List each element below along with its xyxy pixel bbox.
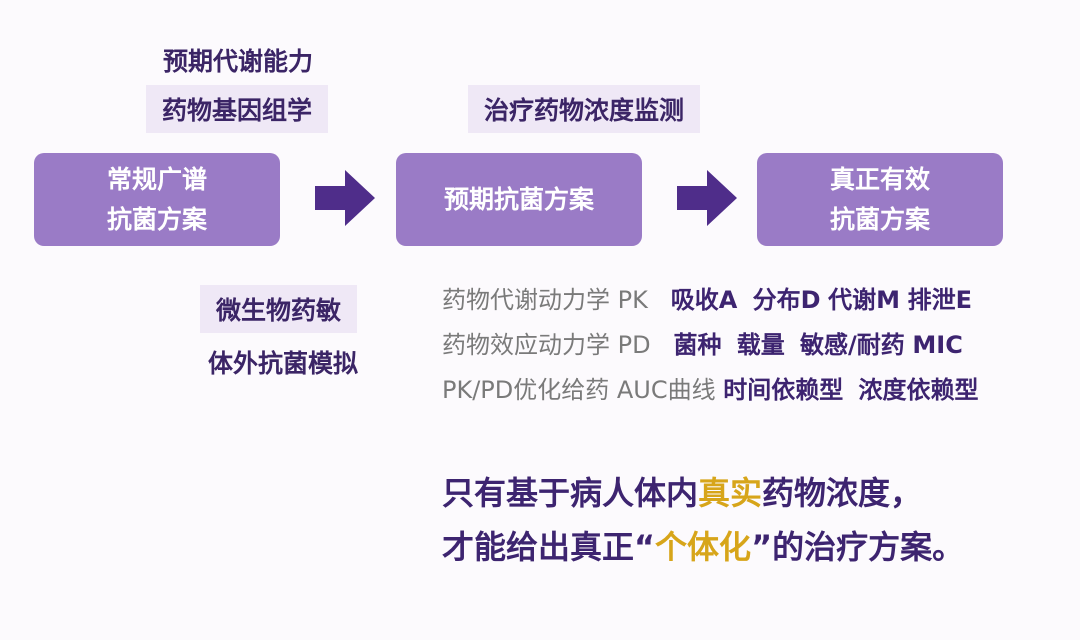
- row-item: 分布D: [752, 286, 821, 314]
- row-label: 药物效应动力学 PD: [442, 331, 651, 359]
- tdm-tag: 治疗药物浓度监测: [468, 85, 701, 133]
- row-item: 代谢M: [828, 286, 901, 314]
- box-effective-regimen: 真正有效抗菌方案: [757, 153, 1003, 246]
- expected-metabolism-label: 预期代谢能力: [163, 47, 314, 76]
- box-expected-regimen: 预期抗菌方案: [396, 153, 642, 246]
- box-line: 常规广谱: [106, 164, 207, 194]
- arrow-right-icon: [677, 170, 737, 226]
- row-label: PK/PD优化给药 AUC曲线: [442, 376, 716, 404]
- pkpd-row: PK/PD优化给药 AUC曲线 时间依赖型 浓度依赖型: [442, 370, 979, 405]
- box-line: 抗菌方案: [829, 204, 930, 234]
- row-item: 时间依赖型: [723, 376, 844, 404]
- row-item: 载量: [736, 331, 785, 359]
- row-item: MIC: [912, 331, 963, 359]
- conclusion-line-2: 才能给出真正“个体化”的治疗方案。: [442, 522, 964, 568]
- arrow-right-icon: [315, 170, 375, 226]
- in-vitro-simulation-label: 体外抗菌模拟: [208, 349, 359, 378]
- pd-row: 药物效应动力学 PD 菌种 载量 敏感/耐药 MIC: [442, 325, 963, 360]
- row-item: 排泄E: [907, 286, 973, 314]
- highlight-text: 真实: [698, 474, 763, 512]
- pharmacogenomics-tag: 药物基因组学: [146, 85, 329, 133]
- text: 药物浓度，: [762, 474, 923, 512]
- row-item: 敏感/耐药: [800, 331, 905, 359]
- box-line: 抗菌方案: [106, 204, 207, 234]
- conclusion-line-1: 只有基于病人体内真实药物浓度，: [442, 468, 922, 514]
- row-item: 菌种: [673, 331, 722, 359]
- text: 只有基于病人体内: [442, 474, 699, 512]
- susceptibility-tag: 微生物药敏: [200, 285, 358, 333]
- row-item: 吸收A: [670, 286, 738, 314]
- box-conventional-regimen: 常规广谱抗菌方案: [34, 153, 280, 246]
- row-item: 浓度依赖型: [858, 376, 979, 404]
- box-line: 预期抗菌方案: [443, 184, 594, 214]
- text: 才能给出真正“: [442, 528, 656, 566]
- pk-row: 药物代谢动力学 PK 吸收A 分布D 代谢M 排泄E: [442, 280, 972, 315]
- box-line: 真正有效: [829, 164, 930, 194]
- row-label: 药物代谢动力学 PK: [442, 286, 648, 314]
- text: ”的治疗方案。: [751, 528, 965, 566]
- highlight-text: 个体化: [655, 528, 752, 566]
